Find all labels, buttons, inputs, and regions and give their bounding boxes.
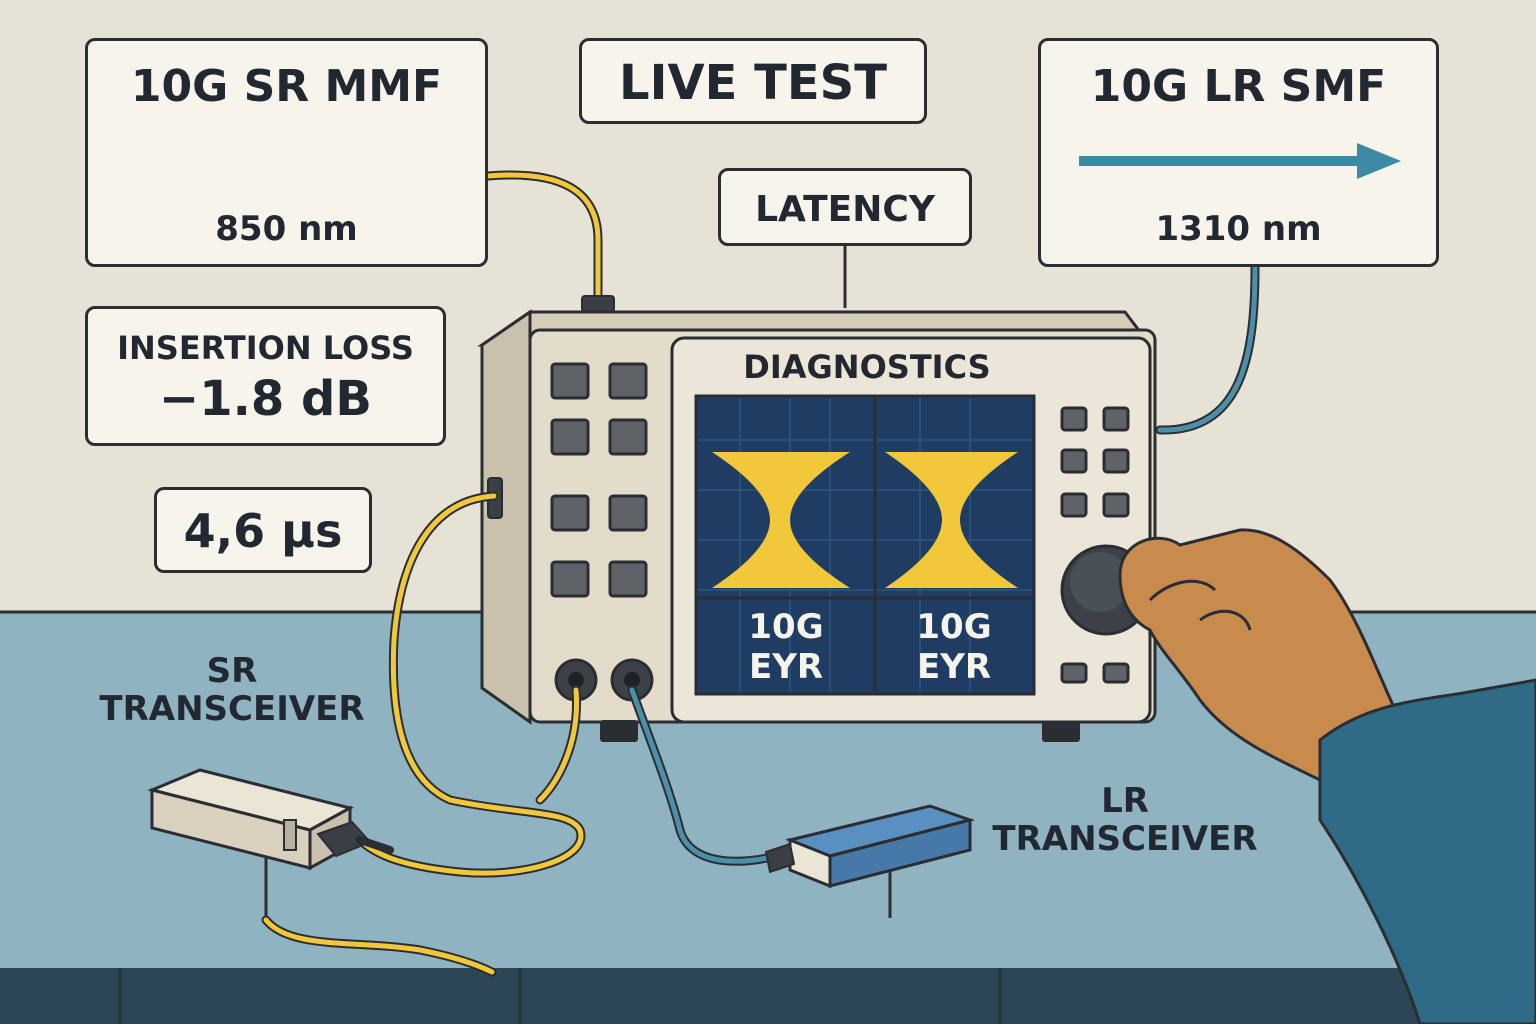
side-button[interactable] <box>1060 406 1088 432</box>
keypad-button[interactable] <box>608 362 648 400</box>
screen-left-rate: 10G <box>748 607 824 647</box>
keypad-button[interactable] <box>608 494 648 532</box>
latency-label: LATENCY <box>755 189 935 230</box>
lr-wavelength: 1310 nm <box>1155 209 1322 249</box>
live-test-box: LIVE TEST <box>579 38 927 124</box>
sleeve <box>1318 678 1536 1024</box>
latency-value: 4,6 µs <box>183 504 343 558</box>
latency-box: LATENCY <box>718 168 972 246</box>
live-test-label: LIVE TEST <box>619 55 887 111</box>
lr-fiber-cable <box>627 685 795 866</box>
sr-transceiver <box>147 768 394 871</box>
screen-right-label: EYR <box>916 647 992 687</box>
diagnostics-screen <box>694 394 1036 696</box>
keypad-button[interactable] <box>608 418 648 456</box>
sr-transceiver-line2: TRANSCEIVER <box>99 689 365 730</box>
sr-box-title: 10G SR MMF <box>130 61 443 112</box>
keypad-button[interactable] <box>550 560 590 598</box>
diagnostics-title: DIAGNOSTICS <box>743 348 991 386</box>
technician-hand <box>1118 528 1536 1024</box>
side-button[interactable] <box>1060 448 1088 474</box>
keypad-button[interactable] <box>608 560 648 598</box>
screen-right-rate: 10G <box>916 607 992 647</box>
insertion-loss-box: INSERTION LOSS −1.8 dB <box>85 306 446 446</box>
table-edge <box>0 968 1536 1024</box>
sr-fiber-top <box>485 172 601 303</box>
instrument-foot <box>1042 720 1080 742</box>
sr-wavelength: 850 nm <box>215 209 358 249</box>
lr-smf-box: 10G LR SMF 1310 nm <box>1038 38 1439 267</box>
latency-value-box: 4,6 µs <box>154 487 372 573</box>
keypad-button[interactable] <box>550 362 590 400</box>
side-button[interactable] <box>1102 662 1130 684</box>
keypad-button[interactable] <box>550 418 590 456</box>
eye-pattern-right <box>885 452 1018 588</box>
lr-transceiver-line1: LR <box>1101 781 1149 821</box>
sr-mmf-box: 10G SR MMF 850 nm <box>85 38 488 267</box>
lr-transceiver-label: LR TRANSCEIVER <box>980 782 1270 858</box>
side-button[interactable] <box>1102 406 1130 432</box>
lr-transceiver <box>764 804 976 889</box>
insertion-loss-value: −1.8 dB <box>159 371 372 427</box>
sr-fiber-cable <box>261 491 586 977</box>
side-button[interactable] <box>1060 492 1088 518</box>
lr-transceiver-line2: TRANSCEIVER <box>992 819 1258 860</box>
lr-fiber-top <box>1157 265 1258 433</box>
side-button[interactable] <box>1060 662 1088 684</box>
sr-transceiver-line1: SR <box>206 651 258 691</box>
lr-single-mode-arrow <box>1079 143 1401 179</box>
eye-pattern-left <box>712 452 850 588</box>
keypad-button[interactable] <box>550 494 590 532</box>
instrument-foot <box>600 720 638 742</box>
insertion-loss-title: INSERTION LOSS <box>117 329 414 367</box>
side-button[interactable] <box>1102 448 1130 474</box>
sr-transceiver-label: SR TRANSCEIVER <box>92 652 372 728</box>
lr-box-title: 10G LR SMF <box>1090 61 1387 112</box>
top-fiber-port <box>581 295 615 313</box>
screen-left-label: EYR <box>748 647 824 687</box>
side-button[interactable] <box>1102 492 1130 518</box>
